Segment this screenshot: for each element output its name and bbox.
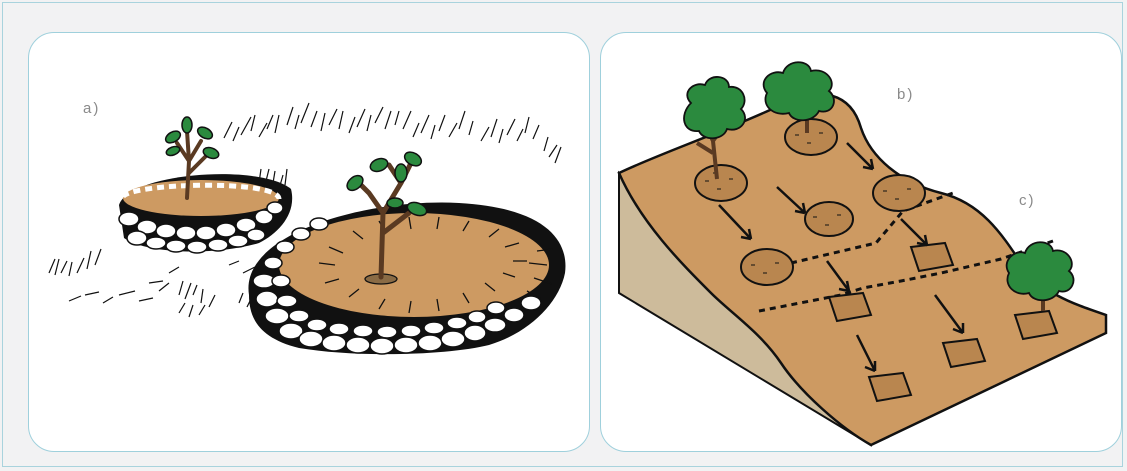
small-stone-basin xyxy=(119,174,292,253)
square-pit xyxy=(829,293,871,321)
small-basin-soil xyxy=(123,180,279,216)
round-basin xyxy=(873,175,925,211)
square-pit xyxy=(943,339,985,367)
round-basin xyxy=(805,202,853,236)
square-pit xyxy=(869,373,911,401)
round-basin xyxy=(741,249,793,285)
panel-stone-basins: a) xyxy=(28,32,590,452)
panel-slope-catchments: b) c) xyxy=(600,32,1122,452)
square-pit xyxy=(911,243,953,271)
round-basin xyxy=(785,119,837,155)
slope-illustration xyxy=(601,33,1122,452)
stone-basins-illustration xyxy=(29,33,590,452)
large-stone-basin xyxy=(248,203,565,355)
round-basin xyxy=(695,165,747,201)
square-pit xyxy=(1015,311,1057,339)
